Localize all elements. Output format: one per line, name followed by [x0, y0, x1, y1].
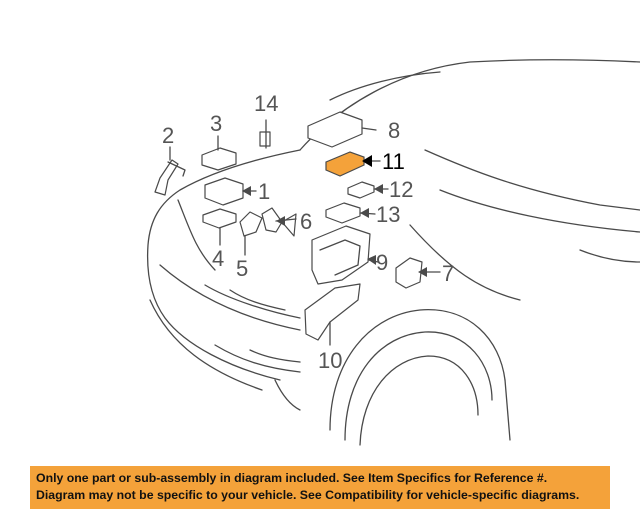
callout-11: 11 — [382, 149, 405, 174]
part-11-highlighted — [325, 151, 365, 177]
part-9 — [311, 225, 371, 285]
vehicle-outline — [146, 59, 640, 446]
disclaimer-line-2: Diagram may not be specific to your vehi… — [36, 488, 580, 502]
part-2 — [154, 159, 179, 196]
part-10 — [304, 283, 361, 341]
callout-5: 5 — [236, 256, 248, 281]
disclaimer-line-1: Only one part or sub-assembly in diagram… — [36, 471, 548, 485]
disclaimer-banner: Only one part or sub-assembly in diagram… — [30, 466, 610, 509]
part-6 — [261, 207, 283, 233]
parts-diagram: 1 2 3 4 5 6 7 8 9 10 11 12 13 14 — [146, 59, 640, 446]
callout-9: 9 — [376, 250, 388, 275]
part-7 — [395, 257, 423, 289]
callout-8: 8 — [388, 118, 400, 143]
part-5 — [239, 211, 263, 237]
callout-6: 6 — [300, 209, 312, 234]
part-13 — [325, 202, 361, 224]
callout-10: 10 — [318, 348, 342, 373]
callout-2: 2 — [162, 123, 174, 148]
callout-7: 7 — [442, 261, 454, 286]
part-8 — [307, 111, 363, 148]
part-3 — [201, 147, 237, 171]
callout-3: 3 — [210, 111, 222, 136]
part-14 — [259, 131, 271, 147]
part-1 — [204, 177, 244, 206]
part-12 — [347, 181, 375, 199]
callout-14: 14 — [254, 91, 278, 116]
part-4 — [202, 208, 237, 229]
callout-12: 12 — [389, 177, 413, 202]
callout-13: 13 — [376, 202, 400, 227]
callout-4: 4 — [212, 246, 224, 271]
callout-1: 1 — [258, 179, 270, 204]
